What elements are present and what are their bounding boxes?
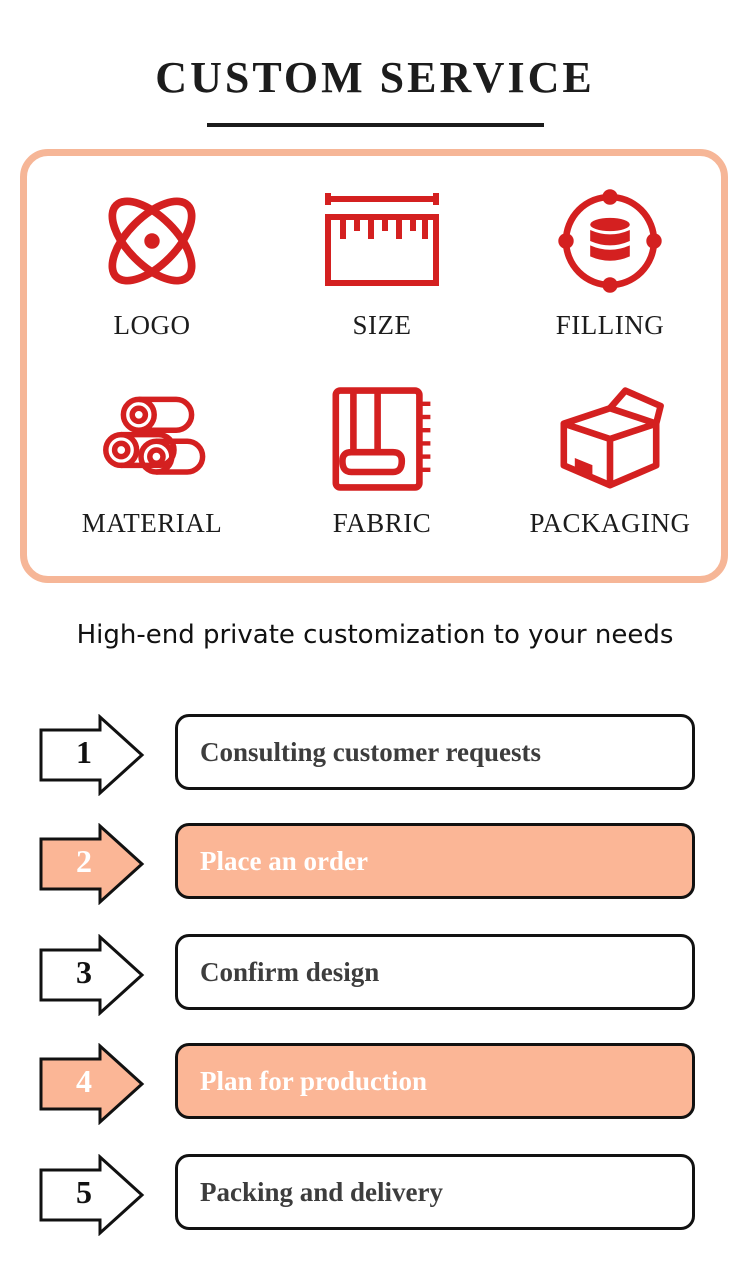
step-3: 3 Confirm design [0,934,750,1024]
step-number: 4 [76,1063,92,1099]
arrow-right-icon [39,934,145,1016]
feature-fabric: FABRIC [267,384,497,539]
step-number: 3 [76,954,92,990]
features-panel: LOGO SIZE [20,149,728,583]
box-icon [560,387,664,489]
arrow-right-icon [39,1043,145,1125]
arrow-right-icon [39,1154,145,1236]
rolls-icon [103,396,206,475]
database-icon [558,189,662,293]
atom-logo-icon [108,197,196,285]
step-box: Packing and delivery [175,1154,695,1230]
arrow-right-icon [39,823,145,905]
feature-logo: LOGO [37,186,267,341]
step-box: Place an order [175,823,695,899]
feature-packaging: PACKAGING [495,384,725,539]
feature-label: SIZE [352,310,412,340]
feature-label: FILLING [555,310,665,340]
feature-label: FABRIC [332,508,432,538]
feature-label: LOGO [113,310,191,340]
step-2: 2 Place an order [0,823,750,913]
feature-filling: FILLING [495,186,725,341]
step-5: 5 Packing and delivery [0,1154,750,1244]
step-box: Consulting customer requests [175,714,695,790]
step-box: Plan for production [175,1043,695,1119]
feature-size: SIZE [267,186,497,341]
step-4: 4 Plan for production [0,1043,750,1133]
feature-label: PACKAGING [529,508,691,538]
title-underline [207,123,544,127]
page-title: CUSTOM SERVICE [155,53,595,102]
feature-material: MATERIAL [37,384,267,539]
step-number: 1 [76,734,92,770]
feature-label: MATERIAL [81,508,223,538]
step-box: Confirm design [175,934,695,1010]
tagline: High-end private customization to your n… [76,620,674,650]
step-1: 1 Consulting customer requests [0,714,750,804]
arrow-right-icon [39,714,145,796]
fabric-swatch-icon [332,387,431,491]
ruler-icon [325,193,439,286]
step-number: 5 [76,1174,92,1210]
step-number: 2 [76,843,92,879]
